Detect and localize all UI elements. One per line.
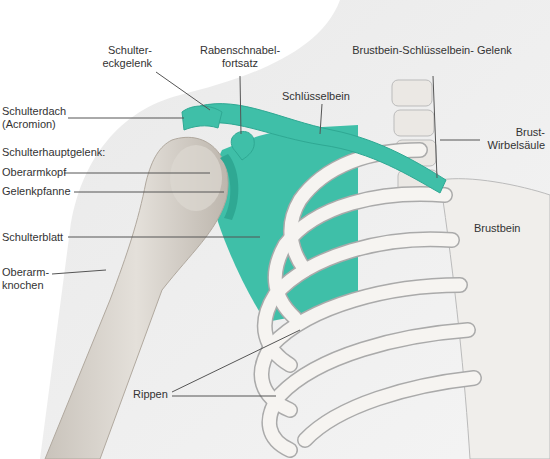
part-label: Brust- Wirbelsäule (488, 126, 545, 152)
part-label: Brustbein (474, 222, 520, 235)
part-label: Oberarm- knochen (2, 266, 49, 292)
part-label: Oberarmkopf (2, 166, 66, 179)
part-label: Schlüsselbein (282, 90, 350, 103)
humerus (45, 137, 228, 459)
part-label: Schulterhauptgelenk: (2, 146, 105, 159)
part-label: Gelenkpfanne (2, 185, 71, 198)
glenoid (220, 154, 238, 220)
sternum (440, 179, 550, 459)
part-label: Schulter- eckgelenk (102, 44, 152, 70)
body-silhouette (40, 0, 550, 459)
clavicle (200, 104, 446, 193)
ribs (262, 150, 474, 450)
coracoid-process (231, 131, 254, 160)
part-label: Schulterblatt (2, 231, 63, 244)
acromion (182, 106, 222, 130)
part-label: Rippen (133, 388, 168, 401)
part-label: Schulterdach (Acromion) (2, 105, 66, 131)
part-label: Rabenschnabel- fortsatz (200, 44, 280, 70)
part-label: Brustbein-Schlüsselbein- Gelenk (350, 44, 515, 57)
leader-lines (52, 72, 480, 396)
humeral-head (170, 145, 222, 211)
